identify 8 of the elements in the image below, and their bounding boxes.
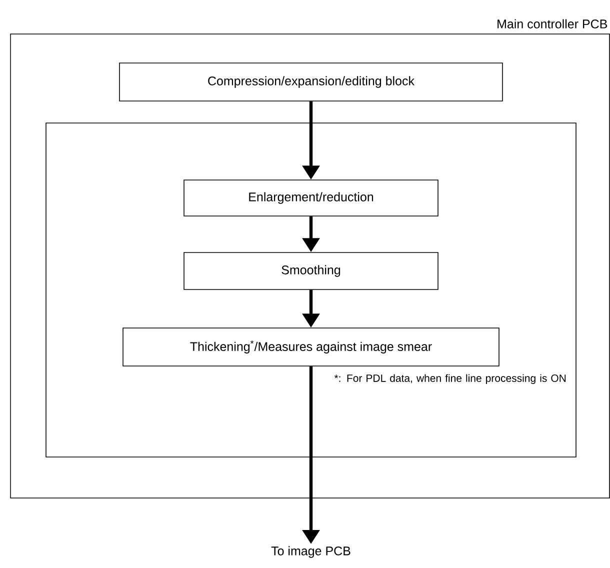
process-box: Smoothing [184,252,438,290]
process-box: Enlargement/reduction [184,180,438,216]
output-label: To image PCB [271,546,350,558]
footnote: *: For PDL data, when fine line processing is ON [334,374,566,384]
process-box: Compression/expansion/editing block [119,62,503,102]
node-label: Main controller PCB [498,19,608,28]
process-box: Thickening$^{*}$/Measures against image smear [122,328,500,366]
block-frame [46,122,576,458]
